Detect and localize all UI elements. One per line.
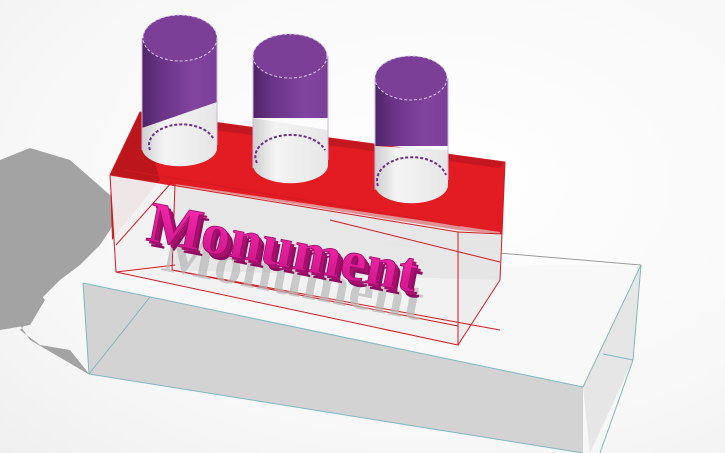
base-box-front-face xyxy=(83,283,583,453)
base-box-right-face xyxy=(583,265,641,453)
cylinder-1[interactable] xyxy=(141,14,218,167)
cylinder-3[interactable] xyxy=(374,55,449,204)
object-shadow-lower xyxy=(0,240,45,330)
cylinder-2[interactable] xyxy=(252,33,329,184)
